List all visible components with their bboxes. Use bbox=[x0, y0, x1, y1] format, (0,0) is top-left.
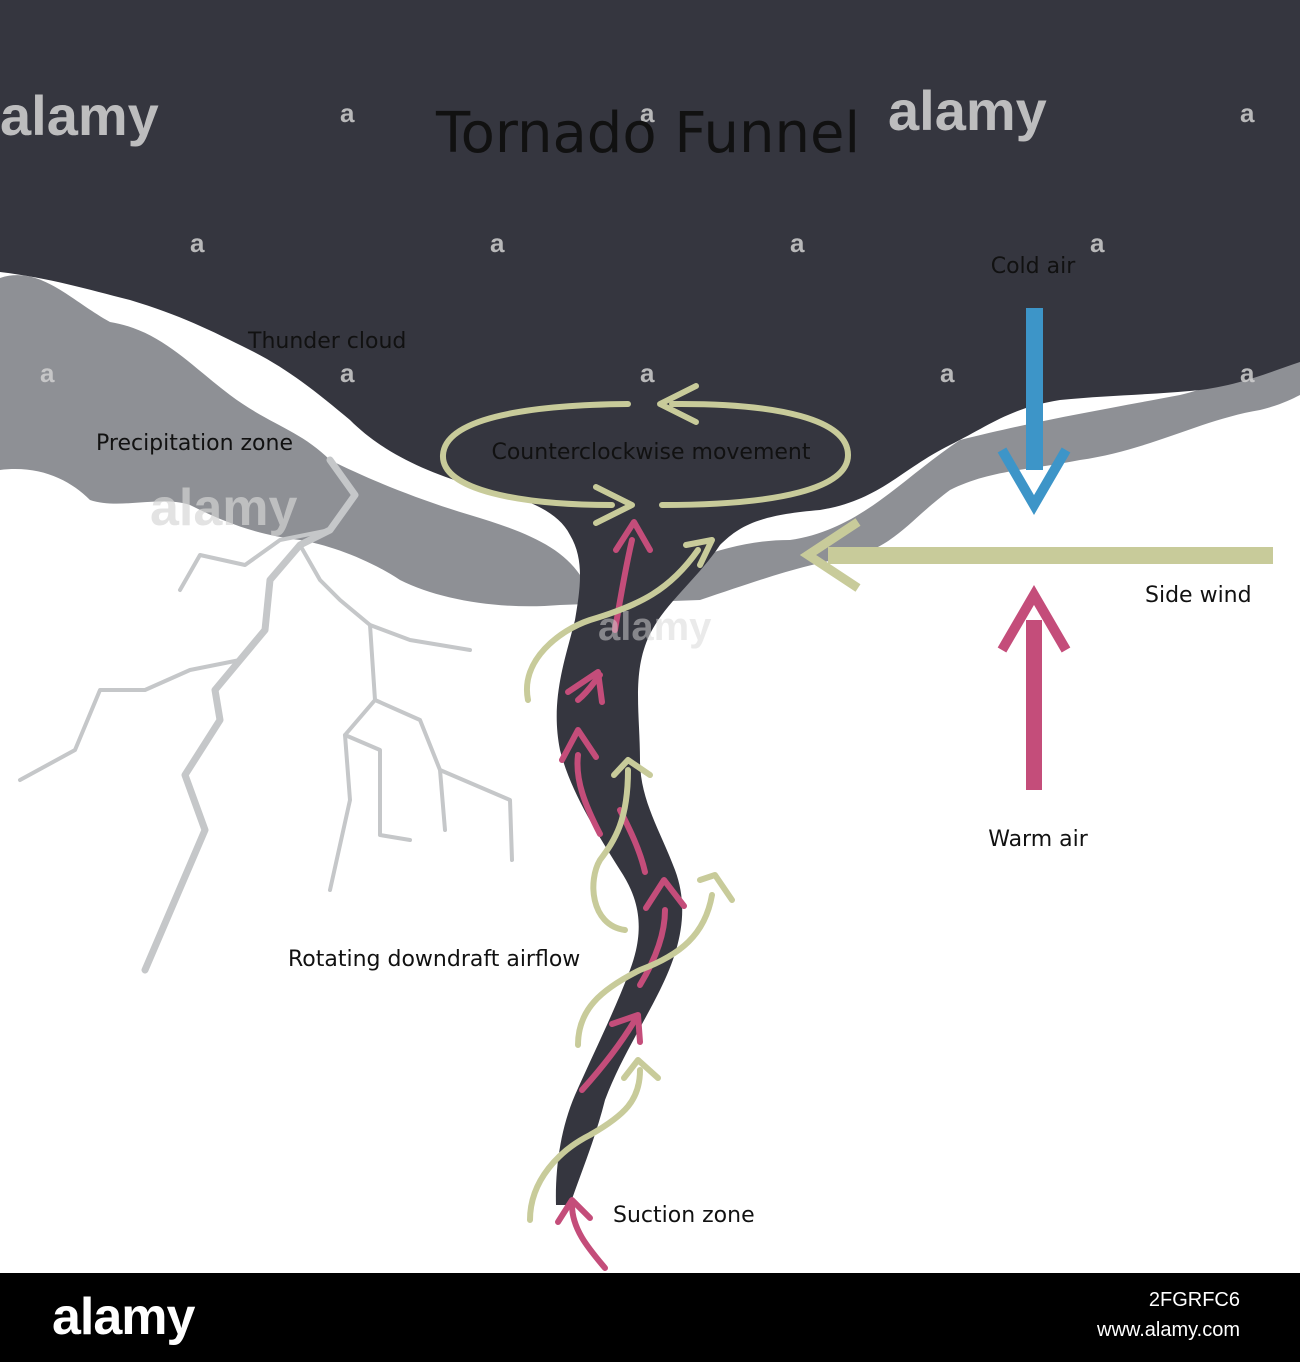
label-suction-zone: Suction zone bbox=[613, 1203, 755, 1228]
watermarks: alamy alamy alamy alamy a a a a a a a a … bbox=[0, 79, 1255, 649]
side-wind-arrow-icon bbox=[799, 518, 1273, 592]
watermark-mark: a bbox=[640, 98, 655, 128]
label-counterclockwise-movement: Counterclockwise movement bbox=[491, 440, 810, 465]
watermark-mark: a bbox=[1090, 228, 1105, 258]
label-thunder-cloud: Thunder cloud bbox=[247, 329, 406, 354]
watermark-mark: a bbox=[490, 228, 505, 258]
footer-url: www.alamy.com bbox=[1097, 1319, 1240, 1341]
label-side-wind: Side wind bbox=[1145, 583, 1252, 608]
counterclockwise-loop bbox=[439, 383, 852, 526]
watermark-mark: a bbox=[790, 228, 805, 258]
watermark-mark: a bbox=[940, 358, 955, 388]
watermark-text: alamy bbox=[598, 605, 712, 649]
tornado-diagram: alamy alamy alamy alamy a a a a a a a a … bbox=[0, 0, 1300, 1273]
cold-air-arrow-icon bbox=[997, 308, 1071, 515]
label-precipitation-zone: Precipitation zone bbox=[96, 431, 293, 456]
watermark-text: alamy bbox=[0, 84, 159, 147]
footer-image-id: 2FGRFC6 bbox=[1148, 1289, 1240, 1311]
watermark-mark: a bbox=[340, 98, 355, 128]
footer-logo: alamy bbox=[52, 1288, 195, 1346]
label-cold-air: Cold air bbox=[991, 254, 1076, 279]
rotating-airflow-arrows bbox=[523, 537, 735, 1223]
watermark-mark: a bbox=[40, 358, 55, 388]
watermark-mark: a bbox=[1240, 98, 1255, 128]
watermark-mark: a bbox=[1240, 358, 1255, 388]
warm-air-arrow-icon bbox=[997, 585, 1071, 790]
watermark-mark: a bbox=[640, 358, 655, 388]
footer-bar: alamy 2FGRFC6 www.alamy.com bbox=[0, 1273, 1300, 1362]
diagram-title: Tornado Funnel bbox=[435, 101, 860, 166]
label-warm-air: Warm air bbox=[988, 827, 1089, 852]
lightning-bolts bbox=[18, 456, 514, 974]
thunder-cloud-shape bbox=[0, 0, 1300, 1205]
watermark-text: alamy bbox=[150, 479, 298, 537]
watermark-mark: a bbox=[190, 228, 205, 258]
watermark-mark: a bbox=[340, 358, 355, 388]
watermark-text: alamy bbox=[888, 79, 1047, 142]
label-rotating-downdraft-airflow: Rotating downdraft airflow bbox=[288, 947, 580, 972]
